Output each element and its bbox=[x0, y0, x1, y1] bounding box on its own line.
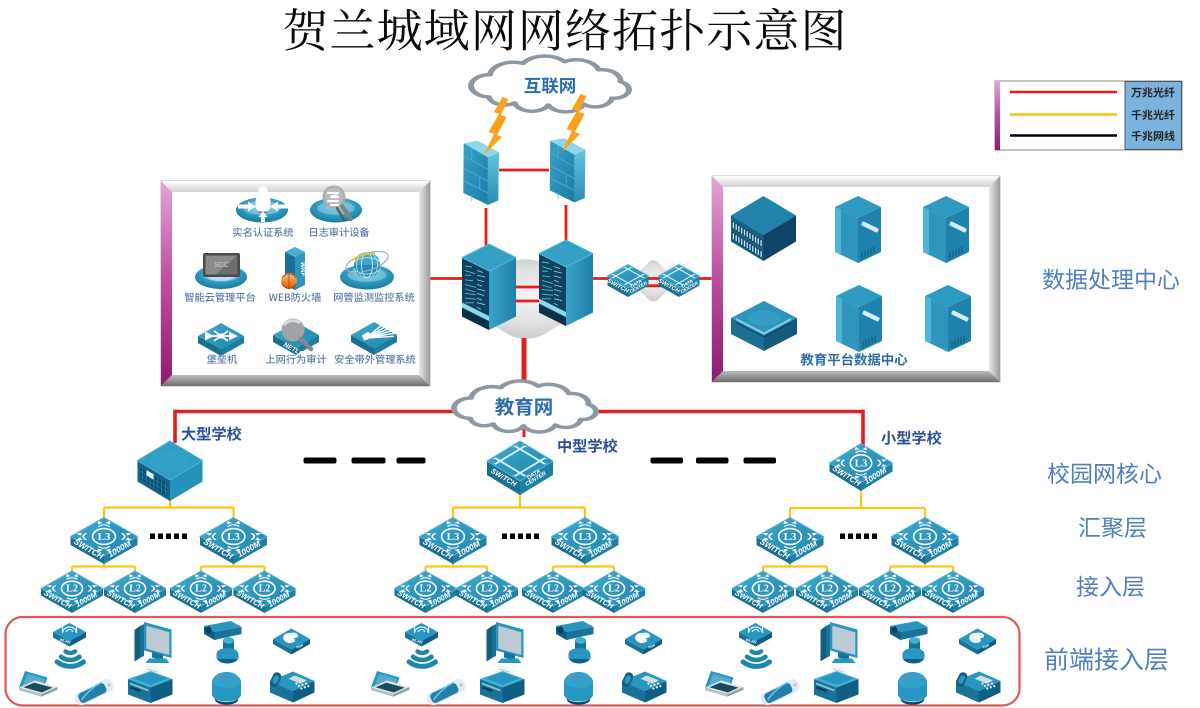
svg-text:L2: L2 bbox=[821, 584, 833, 595]
svg-text:L3: L3 bbox=[855, 458, 868, 470]
svg-text:L3: L3 bbox=[227, 531, 240, 543]
svg-text:L3: L3 bbox=[447, 531, 460, 543]
svg-text:WLAN: WLAN bbox=[745, 638, 757, 645]
svg-text:L3: L3 bbox=[579, 531, 592, 543]
svg-text:L2: L2 bbox=[129, 584, 141, 595]
svg-text:L2: L2 bbox=[884, 584, 896, 595]
svg-text:DATA: DATA bbox=[630, 278, 644, 289]
svg-text:L2: L2 bbox=[420, 584, 432, 595]
svg-text:WAF: WAF bbox=[299, 262, 306, 277]
svg-text:L3: L3 bbox=[784, 531, 797, 543]
svg-text:VoIP: VoIP bbox=[648, 643, 657, 649]
svg-text:VoIP: VoIP bbox=[982, 643, 991, 649]
svg-text:VoIP: VoIP bbox=[296, 643, 305, 649]
svg-text:L2: L2 bbox=[259, 584, 271, 595]
svg-text:L2: L2 bbox=[608, 584, 620, 595]
svg-text:WLAN: WLAN bbox=[59, 638, 71, 645]
svg-text:L2: L2 bbox=[195, 584, 207, 595]
svg-text:L3: L3 bbox=[919, 531, 932, 543]
svg-text:L2: L2 bbox=[66, 584, 78, 595]
svg-text:L3: L3 bbox=[98, 531, 111, 543]
svg-text:L2: L2 bbox=[757, 584, 769, 595]
svg-text:WLAN: WLAN bbox=[411, 638, 423, 645]
svg-text:DATA: DATA bbox=[681, 278, 695, 289]
svg-text:L2: L2 bbox=[481, 584, 493, 595]
svg-text:L2: L2 bbox=[547, 584, 559, 595]
svg-text:L2: L2 bbox=[947, 584, 959, 595]
svg-text:SDC: SDC bbox=[214, 262, 229, 269]
